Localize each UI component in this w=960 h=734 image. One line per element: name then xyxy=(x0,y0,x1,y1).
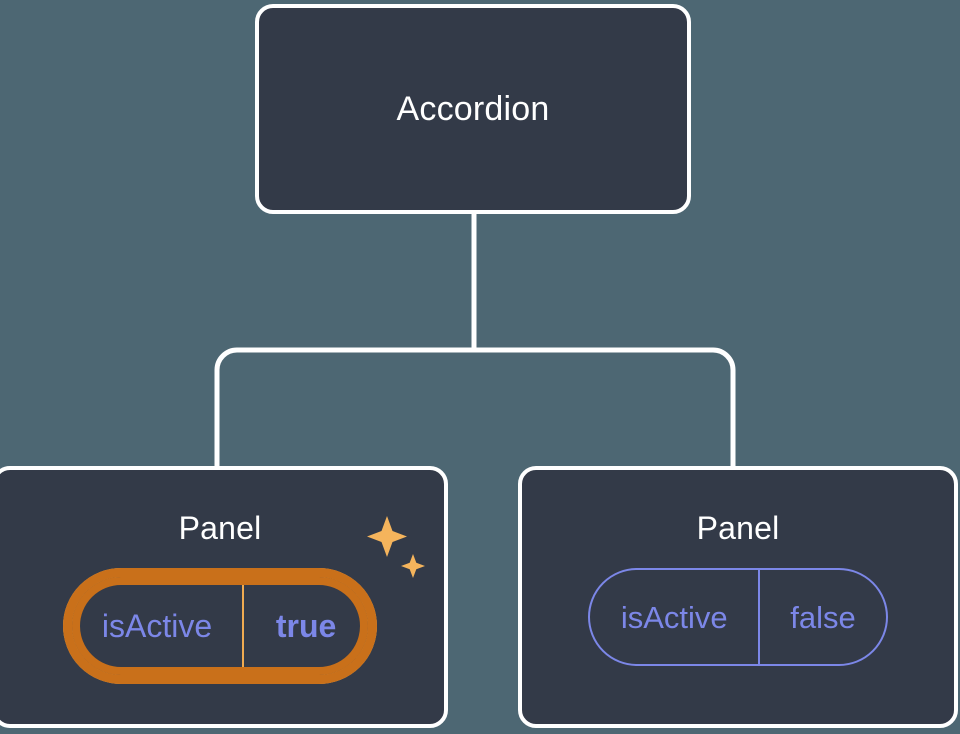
node-title: Panel xyxy=(178,510,262,546)
sparkle-large-icon xyxy=(367,516,408,557)
prop-badge-wrapper: isActive false xyxy=(588,568,888,666)
node-title: Panel xyxy=(696,510,780,546)
tree-node-accordion[interactable]: Accordion xyxy=(255,4,691,214)
prop-badge-value: false xyxy=(758,570,885,664)
prop-badge-wrapper: isActive true xyxy=(62,516,426,684)
tree-node-panel-active[interactable]: Panel isActive true xyxy=(0,466,448,728)
prop-badge-isactive-true[interactable]: isActive true xyxy=(62,568,378,684)
prop-badge-key: isActive xyxy=(620,599,728,635)
tree-node-panel-inactive[interactable]: Panel isActive false xyxy=(518,466,958,728)
sparkle-group xyxy=(367,516,426,578)
prop-badge-key: isActive xyxy=(101,608,213,644)
sparkle-small-icon xyxy=(401,554,426,578)
connector-branch-right xyxy=(474,347,736,468)
prop-badge-value: true xyxy=(242,577,368,675)
prop-badge-isactive-false[interactable]: isActive false xyxy=(588,568,888,666)
connector-branch-left xyxy=(214,347,474,468)
node-title: Accordion xyxy=(396,90,550,128)
